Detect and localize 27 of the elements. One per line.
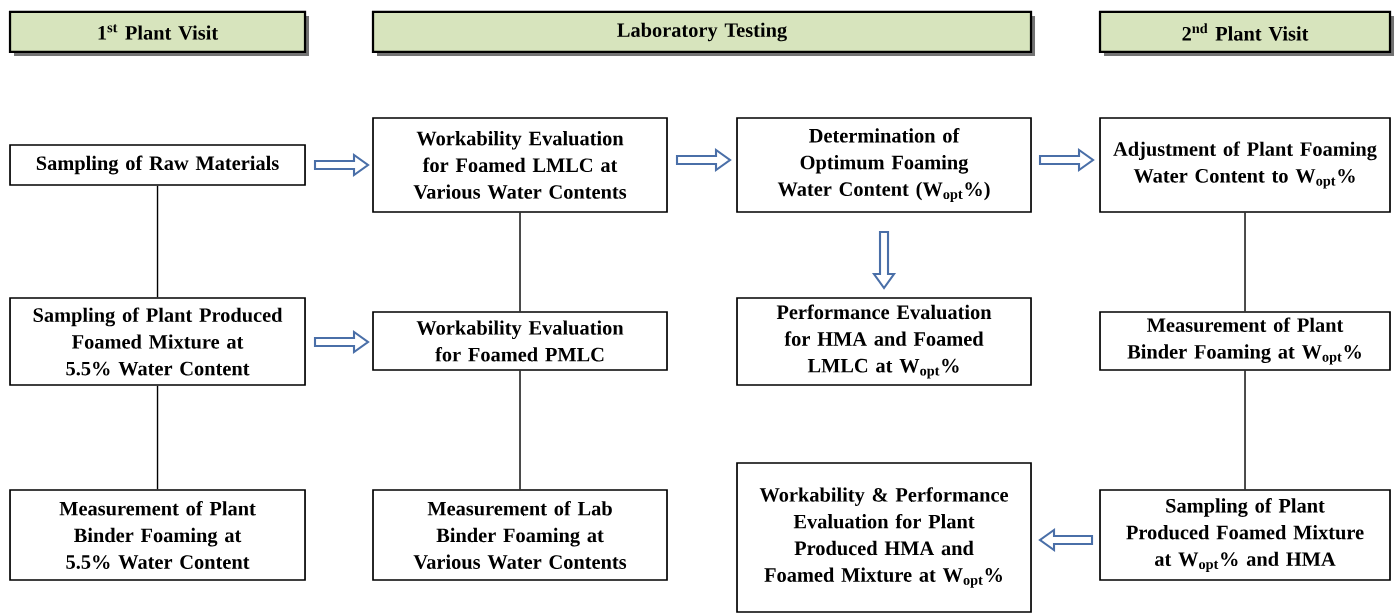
process-box: Measurement of Plant Binder Foaming at W$_{opt}$% [1099,311,1391,371]
process-box: Sampling of Plant Produced Foamed Mixture at W$_{opt}$% and HMA [1099,489,1391,581]
process-box: Workability Evaluation for Foamed PMLC [372,311,668,371]
header-band: Laboratory Testing [371,10,1035,56]
block-arrow [871,230,897,290]
connector-line [519,212,521,312]
header-band: 2$^{nd}$ Plant Visit [1098,10,1394,56]
process-box: Determination of Optimum Foaming Water Content (W$_{opt}$%) [736,117,1032,213]
process-box: Adjustment of Plant Foaming Water Content to W$_{opt}$% [1099,117,1391,213]
block-arrow [313,329,370,355]
connector-line [1244,212,1246,312]
connector-line [156,185,159,298]
block-arrow [313,152,370,178]
connector-line [1244,370,1246,490]
block-arrow [1038,527,1094,553]
process-box: Sampling of Raw Materials [9,144,306,186]
process-box: Measurement of Lab Binder Foaming at Various Water Contents [372,489,668,581]
process-box: Sampling of Plant Produced Foamed Mixture at 5.5% Water Content [9,297,306,386]
header-band: 1$^{st}$ Plant Visit [8,10,309,56]
connector-line [156,385,159,490]
block-arrow [1038,147,1095,173]
connector-line [519,370,521,490]
process-box: Measurement of Plant Binder Foaming at 5.5% Water Content [9,489,306,581]
process-box: Performance Evaluation for HMA and Foamed LMLC at W$_{opt}$% [736,297,1032,386]
process-box: Workability Evaluation for Foamed LMLC at Various Water Contents [372,117,668,213]
block-arrow [675,147,732,173]
process-box: Workability & Performance Evaluation for Plant Produced HMA and Foamed Mixture at W$_{opt}$% [736,462,1032,613]
